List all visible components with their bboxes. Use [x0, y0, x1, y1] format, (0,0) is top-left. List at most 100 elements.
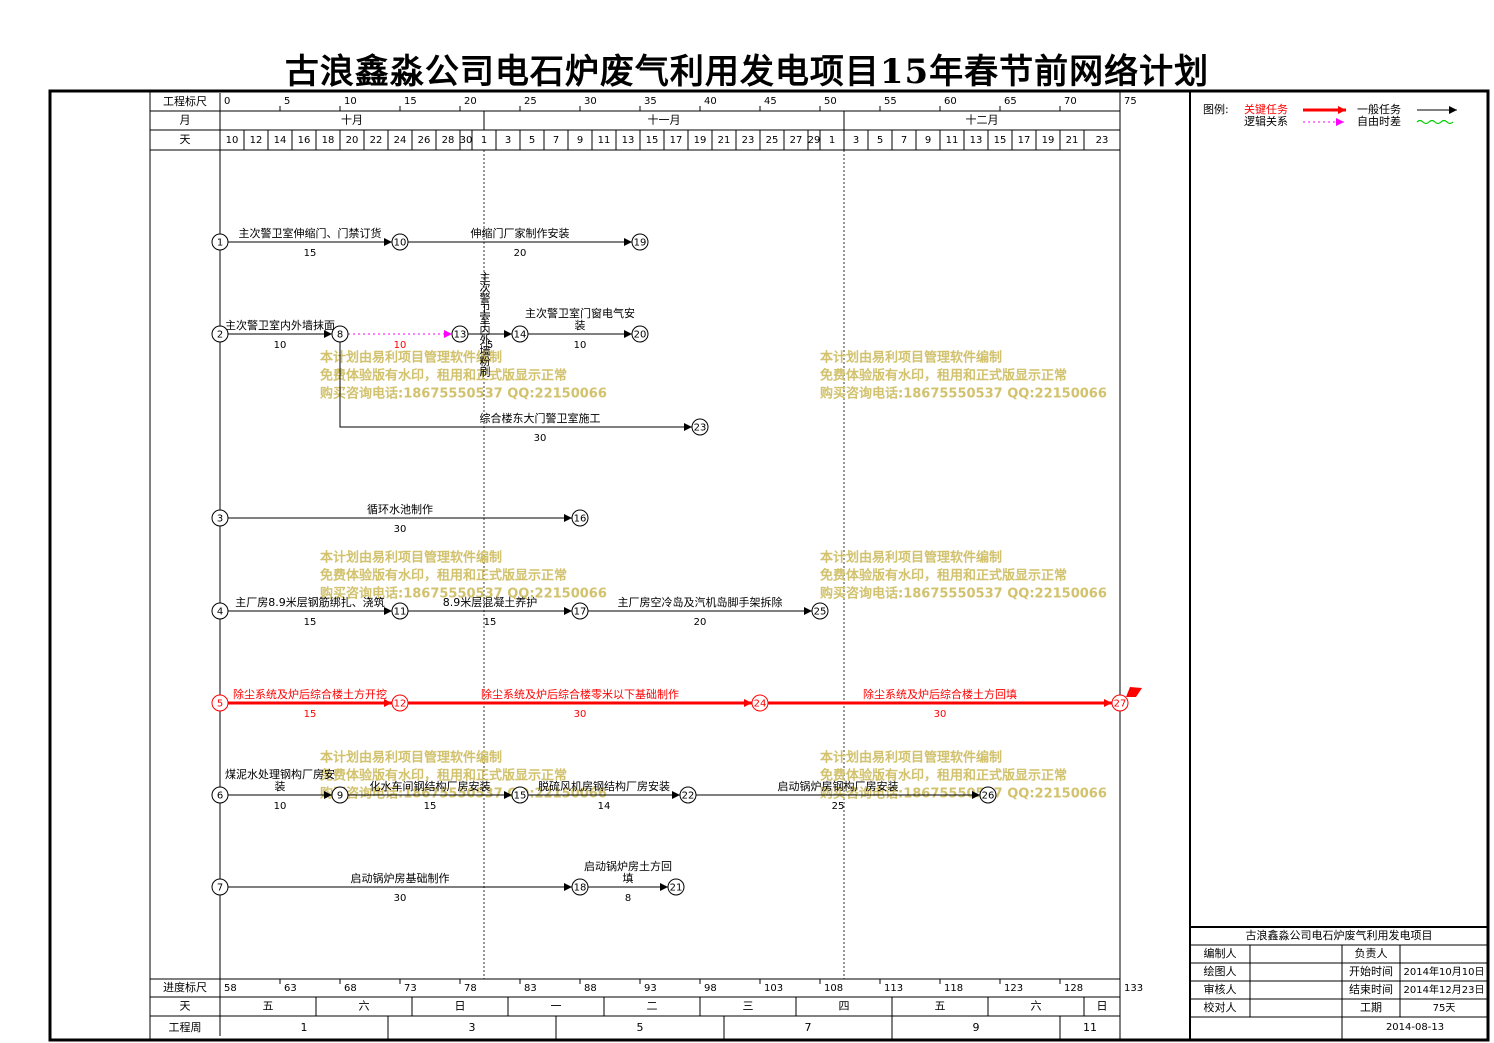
task-duration: 15: [424, 801, 437, 812]
node-number: 8: [337, 330, 343, 341]
week-cell: 7: [805, 1021, 812, 1034]
node-ring: [811, 602, 829, 620]
task-duration: 8: [625, 893, 631, 904]
node-ring: [451, 325, 469, 343]
task-duration: 5: [487, 340, 493, 351]
node-ring: [211, 786, 229, 804]
node-circle: 8: [331, 325, 349, 343]
node-number: 25: [814, 607, 827, 618]
node-number: 21: [670, 883, 683, 894]
node-ring: [1111, 694, 1129, 712]
task-duration: 30: [934, 709, 947, 720]
task-name: 主次警卫室伸缩门、门禁订货: [239, 226, 382, 240]
task-name: 化水车间钢结构厂房安装: [370, 779, 491, 793]
progress-tick: 118: [944, 983, 963, 994]
task-name: 主厂房8.9米层钢筋绑扎、浇筑: [235, 595, 385, 609]
weekday-cell: 二: [647, 1000, 658, 1013]
task-name: 主厂房空冷岛及汽机岛脚手架拆除: [618, 595, 783, 609]
node-ring: [979, 786, 997, 804]
node-ring: [211, 325, 229, 343]
day-cell: 28: [442, 135, 455, 146]
node-ring: [211, 602, 229, 620]
watermark-text: 购买咨询电话:18675550537 QQ:22150066: [320, 786, 607, 802]
node-number: 14: [514, 330, 527, 341]
task-name: 外: [480, 334, 491, 347]
node-circle: 12: [391, 694, 409, 712]
node-number: 24: [754, 699, 767, 710]
task-name: 启动锅炉房基础制作: [351, 872, 450, 885]
node-number: 3: [217, 514, 223, 525]
node-ring: [571, 509, 589, 527]
watermark-text: 免费体验版有水印，租用和正式版显示正常: [320, 368, 567, 384]
node-circle: 7: [211, 878, 229, 896]
weekday-label: 天: [180, 1000, 191, 1013]
day-cell: 5: [529, 135, 535, 146]
task-name: 室: [480, 312, 491, 326]
scale-tick: 60: [944, 96, 957, 107]
node-circle: 2: [211, 325, 229, 343]
day-label: 天: [180, 133, 191, 146]
day-cell: 19: [694, 135, 707, 146]
task-name: 除尘系统及炉后综合楼土方回填: [863, 687, 1017, 701]
task-duration: 20: [694, 617, 707, 628]
node-circle: 11: [391, 602, 409, 620]
day-cell: 3: [505, 135, 511, 146]
node-ring: [211, 878, 229, 896]
progress-tick: 128: [1064, 983, 1083, 994]
node-number: 5: [217, 699, 223, 710]
progress-tick: 123: [1004, 983, 1023, 994]
scale-label: 工程标尺: [163, 94, 207, 108]
legend-normal: 一般任务: [1357, 103, 1401, 116]
info-cell: 2014年10月10日: [1404, 965, 1485, 978]
watermark-text: 购买咨询电话:18675550537 QQ:22150066: [320, 586, 607, 602]
info-project-title: 古浪鑫淼公司电石炉废气利用发电项目: [1246, 928, 1433, 942]
task-name: 刷: [480, 366, 491, 379]
info-cell: 结束时间: [1349, 983, 1393, 996]
task-name: 煤泥水处理钢构厂房安: [225, 767, 335, 781]
node-circle: 25: [811, 602, 829, 620]
progress-tick: 88: [584, 983, 597, 994]
node-ring: [391, 694, 409, 712]
node-ring: [511, 786, 529, 804]
node-ring: [331, 786, 349, 804]
node-circle: 13: [451, 325, 469, 343]
node-number: 20: [634, 330, 647, 341]
node-number: 26: [982, 791, 995, 802]
day-cell: 23: [742, 135, 755, 146]
node-number: 12: [394, 699, 407, 710]
weekday-cell: 日: [455, 1000, 466, 1013]
day-cell: 11: [946, 135, 959, 146]
day-cell: 25: [766, 135, 779, 146]
node-ring: [511, 325, 529, 343]
node-number: 6: [217, 791, 223, 802]
node-ring: [667, 878, 685, 896]
task-name: 次: [480, 281, 491, 295]
node-number: 1: [217, 238, 223, 249]
scale-tick: 5: [284, 96, 290, 107]
node-ring: [391, 233, 409, 251]
task-name: 8.9米层混凝土养护: [443, 595, 538, 609]
day-cell: 1: [481, 135, 487, 146]
node-ring: [571, 878, 589, 896]
node-ring: [211, 233, 229, 251]
node-circle: 1: [211, 233, 229, 251]
task-name: 启动锅炉房土方回: [584, 859, 672, 873]
node-circle: 26: [979, 786, 997, 804]
progress-tick: 98: [704, 983, 717, 994]
weekday-cell: 日: [1097, 1000, 1108, 1013]
day-cell: 22: [370, 135, 383, 146]
task-duration: 14: [598, 801, 611, 812]
node-circle: 18: [571, 878, 589, 896]
day-cell: 24: [394, 135, 407, 146]
watermark-text: 免费体验版有水印，租用和正式版显示正常: [320, 568, 567, 584]
node-number: 7: [217, 883, 223, 894]
day-cell: 18: [322, 135, 335, 146]
node-circle: 23: [691, 418, 709, 436]
node-circle: 27: [1111, 694, 1129, 712]
legend-logic: 逻辑关系: [1244, 114, 1288, 128]
week-label: 工程周: [169, 1021, 202, 1034]
progress-tick: 93: [644, 983, 657, 994]
day-cell: 7: [901, 135, 907, 146]
scale-tick: 65: [1004, 96, 1017, 107]
